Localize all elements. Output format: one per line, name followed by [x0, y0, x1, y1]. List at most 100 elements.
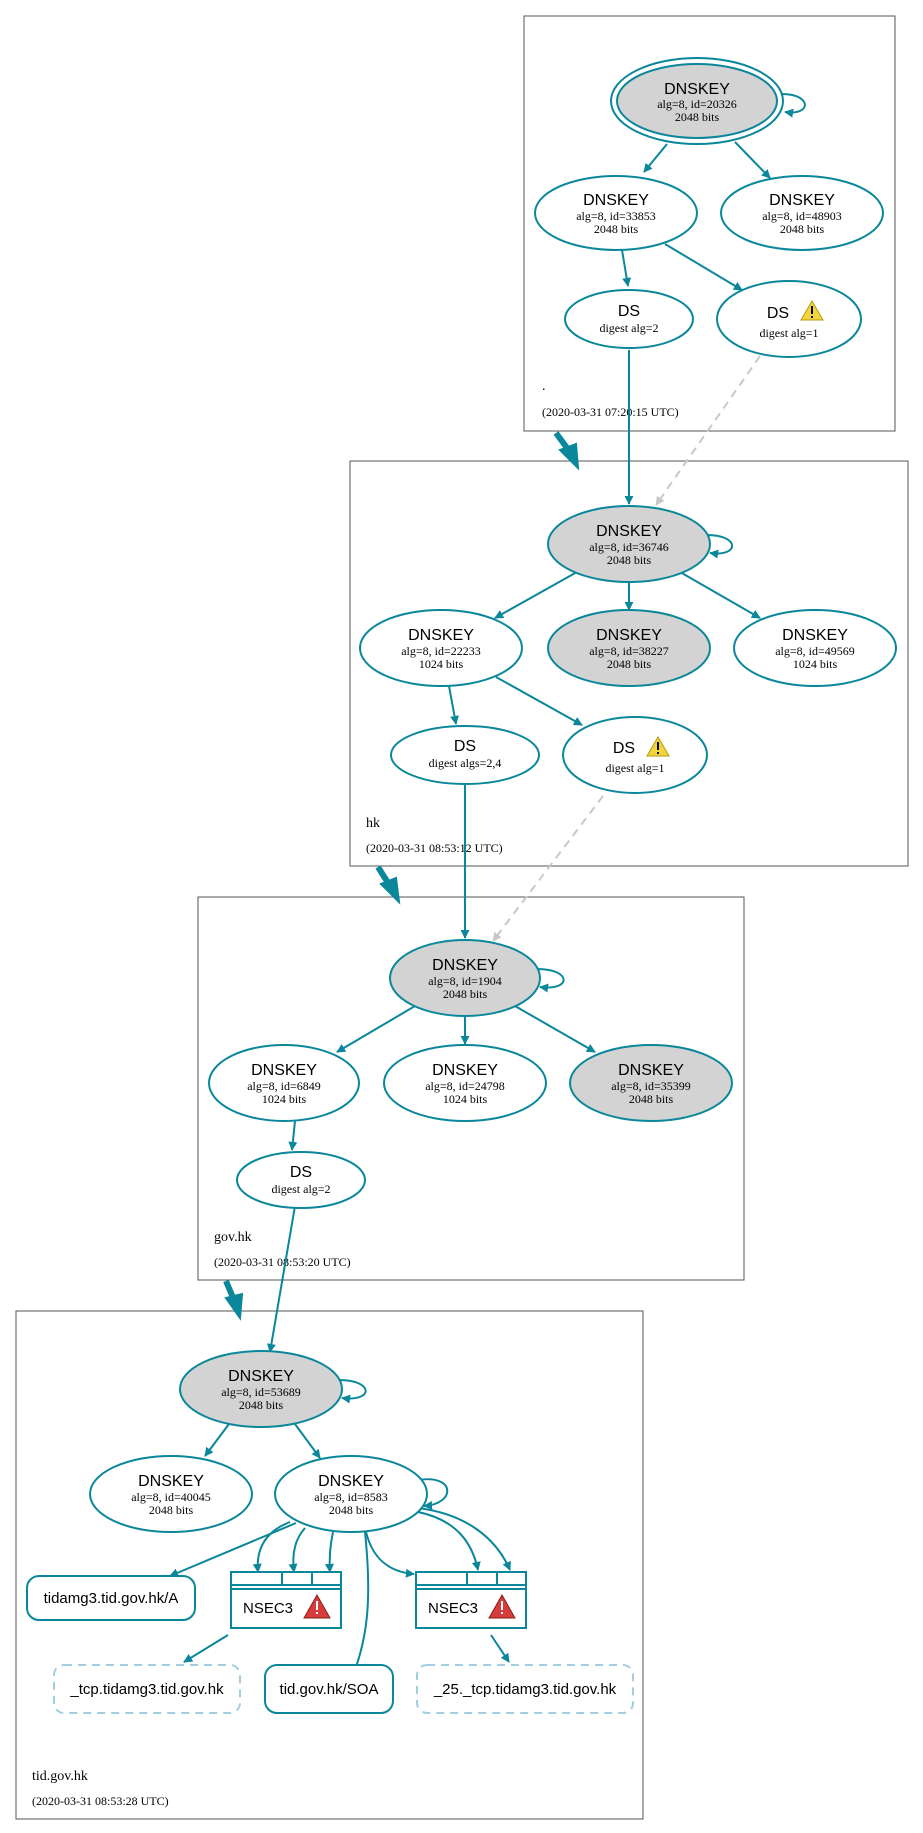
node-detail: alg=8, id=49569	[775, 644, 855, 658]
node-detail: 2048 bits	[239, 1398, 284, 1412]
node-title: DNSKEY	[769, 192, 835, 209]
node-detail: alg=8, id=36746	[589, 540, 669, 554]
node-detail: digest alg=2	[599, 321, 658, 335]
node-detail: alg=8, id=6849	[247, 1079, 321, 1093]
ds-node-gov-hk-algs24: DS digest algs=2,4	[390, 725, 540, 785]
ds-node-tid-gov-hk: DS digest alg=2	[236, 1151, 366, 1209]
nonexistent-name-tcp: _tcp.tidamg3.tid.gov.hk	[53, 1664, 241, 1714]
warning-icon	[800, 300, 824, 321]
zone-timestamp: (2020-03-31 07:20:15 UTC)	[542, 405, 679, 419]
delegation-arrows	[223, 431, 580, 1321]
dnskey-node-24798: DNSKEY alg=8, id=24798 1024 bits	[383, 1044, 547, 1122]
node-detail: 1024 bits	[793, 657, 838, 671]
node-title: DNSKEY	[618, 1062, 684, 1079]
nonexistent-name-25-tcp: _25._tcp.tidamg3.tid.gov.hk	[416, 1664, 634, 1714]
node-detail: 2048 bits	[675, 110, 720, 124]
node-title: DNSKEY	[432, 1062, 498, 1079]
nonexistent-name-label: _tcp.tidamg3.tid.gov.hk	[69, 1681, 224, 1698]
node-title: DNSKEY	[228, 1368, 294, 1385]
zone-name: gov.hk	[214, 1230, 252, 1245]
dnskey-node-1904: DNSKEY alg=8, id=1904 2048 bits	[389, 939, 541, 1017]
node-title: DS	[613, 740, 635, 757]
zone-name: .	[542, 379, 546, 394]
node-detail: 2048 bits	[607, 657, 652, 671]
dnskey-node-35399: DNSKEY alg=8, id=35399 2048 bits	[569, 1044, 733, 1122]
nsec3-node-right: NSEC3	[415, 1571, 527, 1629]
rrset-label: tid.gov.hk/SOA	[280, 1681, 379, 1698]
zone-name: tid.gov.hk	[32, 1769, 88, 1784]
node-detail: alg=8, id=22233	[401, 644, 481, 658]
node-detail: digest alg=1	[759, 326, 818, 340]
rrset-a-record: tidamg3.tid.gov.hk/A	[26, 1575, 196, 1621]
edges	[169, 93, 806, 1684]
nsec3-node-left: NSEC3	[230, 1571, 342, 1629]
node-detail: alg=8, id=48903	[762, 209, 842, 223]
node-title: DNSKEY	[432, 957, 498, 974]
dnskey-node-36746: DNSKEY alg=8, id=36746 2048 bits	[547, 505, 711, 583]
node-title: DNSKEY	[596, 523, 662, 540]
node-detail: alg=8, id=38227	[589, 644, 669, 658]
node-detail: 1024 bits	[262, 1092, 307, 1106]
ds-node-hk-alg2: DS digest alg=2	[564, 289, 694, 349]
node-title: DNSKEY	[251, 1062, 317, 1079]
zone-gov-hk: gov.hk (2020-03-31 08:53:20 UTC)	[197, 896, 745, 1281]
zone-root: . (2020-03-31 07:20:15 UTC)	[523, 15, 896, 432]
dnskey-node-33853: DNSKEY alg=8, id=33853 2048 bits	[534, 175, 698, 251]
node-detail: 2048 bits	[629, 1092, 674, 1106]
nonexistent-name-label: _25._tcp.tidamg3.tid.gov.hk	[433, 1681, 617, 1698]
dnskey-node-38227: DNSKEY alg=8, id=38227 2048 bits	[547, 609, 711, 687]
node-title: DNSKEY	[664, 81, 730, 98]
rrset-soa-record: tid.gov.hk/SOA	[264, 1664, 394, 1714]
node-title: DNSKEY	[408, 627, 474, 644]
node-detail: alg=8, id=24798	[425, 1079, 505, 1093]
node-detail: alg=8, id=40045	[131, 1490, 211, 1504]
node-title: DNSKEY	[583, 192, 649, 209]
node-detail: 1024 bits	[443, 1092, 488, 1106]
error-icon	[488, 1593, 516, 1619]
node-detail: 2048 bits	[329, 1503, 374, 1517]
node-detail: alg=8, id=35399	[611, 1079, 691, 1093]
node-title: DNSKEY	[782, 627, 848, 644]
node-title: DS	[454, 738, 476, 755]
nsec3-label: NSEC3	[243, 1600, 293, 1617]
node-detail: digest algs=2,4	[429, 756, 502, 770]
dnskey-node-6849: DNSKEY alg=8, id=6849 1024 bits	[208, 1044, 360, 1122]
node-title: DS	[767, 305, 789, 322]
node-detail: 2048 bits	[607, 553, 652, 567]
warning-icon	[646, 736, 670, 757]
rrset-label: tidamg3.tid.gov.hk/A	[44, 1590, 179, 1607]
node-detail: alg=8, id=33853	[576, 209, 656, 223]
zone-tid-gov-hk: tid.gov.hk (2020-03-31 08:53:28 UTC)	[15, 1310, 644, 1820]
dnskey-node-40045: DNSKEY alg=8, id=40045 2048 bits	[89, 1455, 253, 1533]
node-title: DS	[618, 303, 640, 320]
zone-timestamp: (2020-03-31 08:53:20 UTC)	[214, 1255, 351, 1269]
node-title: DS	[290, 1164, 312, 1181]
node-detail: alg=8, id=1904	[428, 974, 502, 988]
node-detail: 2048 bits	[780, 222, 825, 236]
node-detail: alg=8, id=20326	[657, 97, 737, 111]
zone-name: hk	[366, 816, 380, 831]
dnskey-node-53689: DNSKEY alg=8, id=53689 2048 bits	[179, 1350, 343, 1428]
node-detail: 1024 bits	[419, 657, 464, 671]
node-detail: 2048 bits	[443, 987, 488, 1001]
dnskey-node-22233: DNSKEY alg=8, id=22233 1024 bits	[359, 609, 523, 687]
node-detail: digest alg=2	[271, 1182, 330, 1196]
node-title: DNSKEY	[596, 627, 662, 644]
dnskey-node-49569: DNSKEY alg=8, id=49569 1024 bits	[733, 609, 897, 687]
dnskey-node-48903: DNSKEY alg=8, id=48903 2048 bits	[720, 175, 884, 251]
ds-node-gov-hk-alg1: DS digest alg=1	[562, 716, 708, 794]
zone-timestamp: (2020-03-31 08:53:12 UTC)	[366, 841, 503, 855]
node-title: DNSKEY	[318, 1473, 384, 1490]
ds-node-hk-alg1: DS digest alg=1	[716, 280, 862, 358]
nsec3-label: NSEC3	[428, 1600, 478, 1617]
dnskey-node-20326: DNSKEY alg=8, id=20326 2048 bits	[610, 57, 784, 145]
zone-timestamp: (2020-03-31 08:53:28 UTC)	[32, 1794, 169, 1808]
node-detail: 2048 bits	[149, 1503, 194, 1517]
node-detail: alg=8, id=53689	[221, 1385, 301, 1399]
error-icon	[303, 1593, 331, 1619]
node-detail: 2048 bits	[594, 222, 639, 236]
dnskey-node-8583: DNSKEY alg=8, id=8583 2048 bits	[274, 1455, 428, 1533]
node-detail: digest alg=1	[605, 761, 664, 775]
node-detail: alg=8, id=8583	[314, 1490, 388, 1504]
